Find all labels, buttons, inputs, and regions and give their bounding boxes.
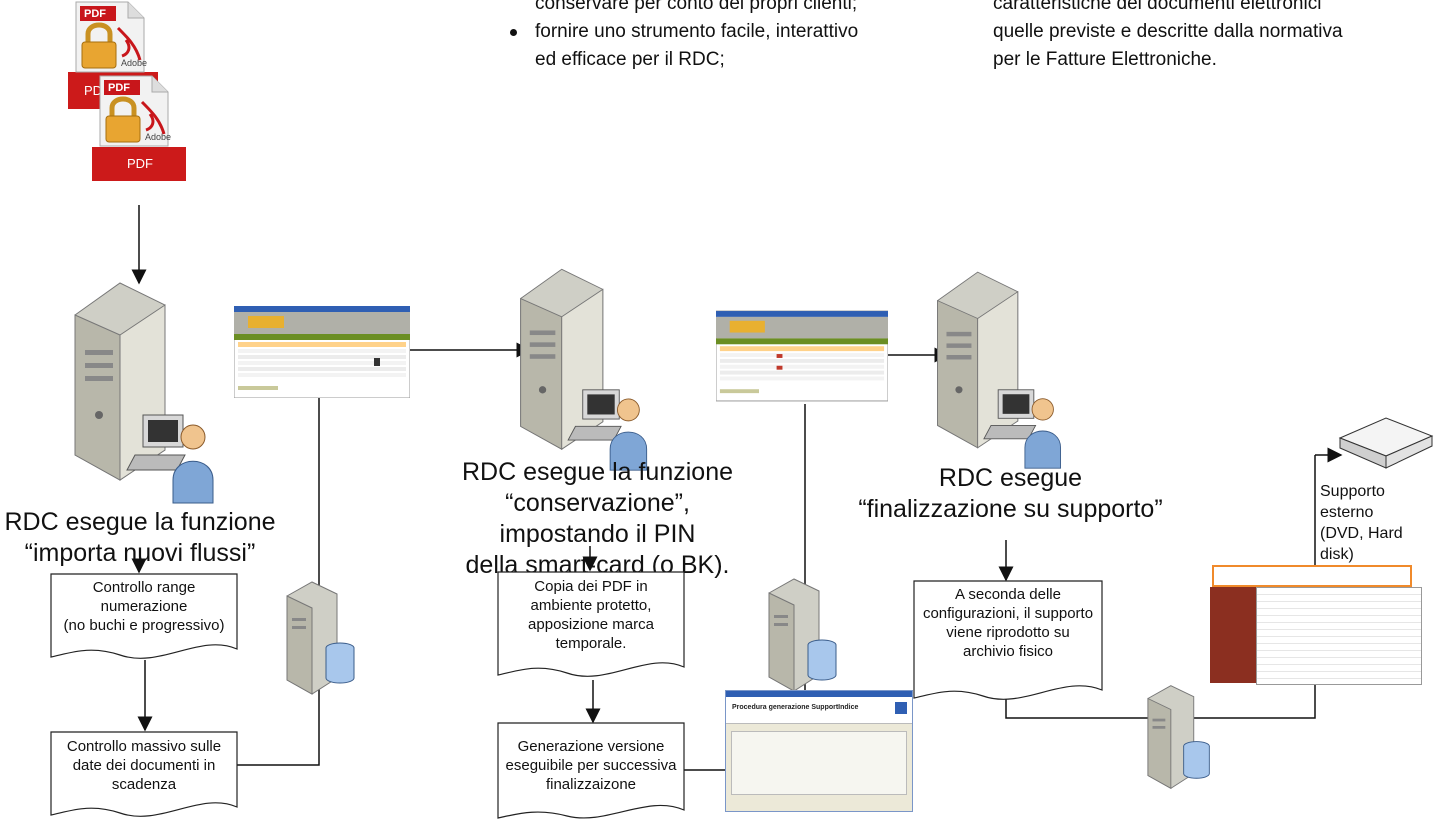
document-text: Controllo range numerazione (no buchi e … (50, 578, 238, 635)
step-2-caption-line-1: RDC esegue la funzione (462, 458, 733, 486)
document-shape (913, 580, 1103, 700)
pdf-lock-icon (99, 75, 169, 147)
step-2-caption: RDC esegue la funzione “conservazione”, … (440, 457, 755, 581)
document-shape (497, 571, 685, 677)
step-3-caption-line-1: RDC esegue (938, 464, 1083, 492)
doc-line: temporale. (555, 635, 627, 652)
doc-line: Controllo massivo sulle (66, 738, 222, 755)
doc-line: (no buchi e progressivo) (63, 617, 225, 634)
archive-app-thumbnail (1198, 565, 1422, 685)
intro-right-line-1: caratteristiche dei documenti elettronic… (993, 0, 1322, 14)
intro-left-bullet: fornire uno strumento facile, interattiv… (505, 18, 960, 46)
doc-line: viene riprodotto su (946, 624, 1070, 641)
dialog-logo-icon (895, 702, 907, 714)
doc-line: date dei documenti in (72, 757, 216, 774)
intro-left-line-1: conservare per conto dei propri clienti; (535, 0, 858, 14)
dialog-titlebar (726, 691, 912, 697)
doc-line: Controllo range (92, 579, 196, 596)
dialog-body (731, 731, 907, 795)
doc-line: finalizzaizone (545, 776, 637, 793)
archive-table (1256, 587, 1422, 685)
intro-left-block: conservare per conto dei propri clienti;… (505, 0, 960, 74)
app-screenshot-thumbnail (234, 306, 410, 398)
document-text: Controllo massivo sulle date dei documen… (50, 737, 238, 794)
document-text: Generazione versione eseguibile per succ… (497, 737, 685, 794)
server-user-icon (74, 282, 214, 504)
doc-line: eseguibile per successiva (505, 757, 677, 774)
storage-label-line-1: Supporto esterno (1320, 483, 1385, 521)
archive-sidebar (1210, 587, 1256, 683)
doc-line: Generazione versione (517, 738, 665, 755)
doc-line: A seconda delle (955, 586, 1061, 603)
database-server-icon (1147, 685, 1210, 790)
intro-right-block: caratteristiche dei documenti elettronic… (993, 0, 1438, 74)
pdf-tile-label: PDF (127, 156, 153, 171)
dialog-title: Procedura generazione SupportIndice (732, 704, 859, 711)
database-server-icon (286, 581, 355, 695)
pdf-lock-icon (75, 1, 145, 73)
document-text: Copia dei PDF in ambiente protetto, appo… (497, 577, 685, 653)
pdf-tile-label-partial: PD (84, 83, 103, 98)
pdf-icon-stack: PDF PD PDF Adobe PDF Adobe (62, 0, 192, 190)
document-shape (497, 722, 685, 819)
storage-label: Supporto esterno (DVD, Hard disk) (1320, 481, 1440, 565)
doc-line: archivio fisico (962, 643, 1054, 660)
step-1-caption: RDC esegue la funzione “importa nuovi fl… (0, 507, 280, 569)
document-shape (50, 731, 238, 817)
server-user-icon (520, 268, 648, 471)
dialog-thumbnail: Procedura generazione SupportIndice (725, 690, 913, 812)
pdf-tile-bottom: PDF (92, 147, 186, 181)
doc-line: Copia dei PDF in (534, 578, 648, 595)
intro-left-line-3: ed efficace per il RDC; (535, 49, 725, 70)
dialog-header: Procedura generazione SupportIndice (726, 697, 912, 724)
step-2-caption-line-2: “conservazione”, impostando il PIN (499, 489, 696, 548)
pdf-badge-top: PDF (84, 8, 106, 20)
intro-right-line-3: per le Fatture Elettroniche. (993, 49, 1217, 70)
step-1-caption-line-2: “importa nuovi flussi” (24, 539, 256, 567)
doc-line: numerazione (100, 598, 188, 615)
pdf-brand-top: Adobe (121, 58, 148, 68)
document-shape (50, 573, 238, 659)
external-disk-icon (1338, 417, 1434, 469)
archive-toolbar (1212, 565, 1412, 587)
pdf-badge-second: PDF (108, 82, 130, 94)
database-server-icon (768, 578, 837, 692)
pdf-brand-second: Adobe (145, 132, 172, 142)
doc-line: apposizione marca (528, 616, 654, 633)
step-3-caption-line-2: “finalizzazione su supporto” (858, 495, 1163, 523)
intro-right-line-2: quelle previste e descritte dalla normat… (993, 21, 1343, 42)
server-user-icon (937, 271, 1062, 469)
doc-line: scadenza (111, 776, 177, 793)
doc-line: ambiente protetto, (530, 597, 652, 614)
step-3-caption: RDC esegue “finalizzazione su supporto” (858, 463, 1163, 525)
doc-line: configurazioni, il supporto (922, 605, 1094, 622)
document-text: A seconda delle configurazioni, il suppo… (913, 585, 1103, 661)
step-1-caption-line-1: RDC esegue la funzione (4, 508, 276, 536)
storage-label-line-2: (DVD, Hard disk) (1320, 525, 1403, 563)
app-screenshot-thumbnail (716, 310, 888, 402)
